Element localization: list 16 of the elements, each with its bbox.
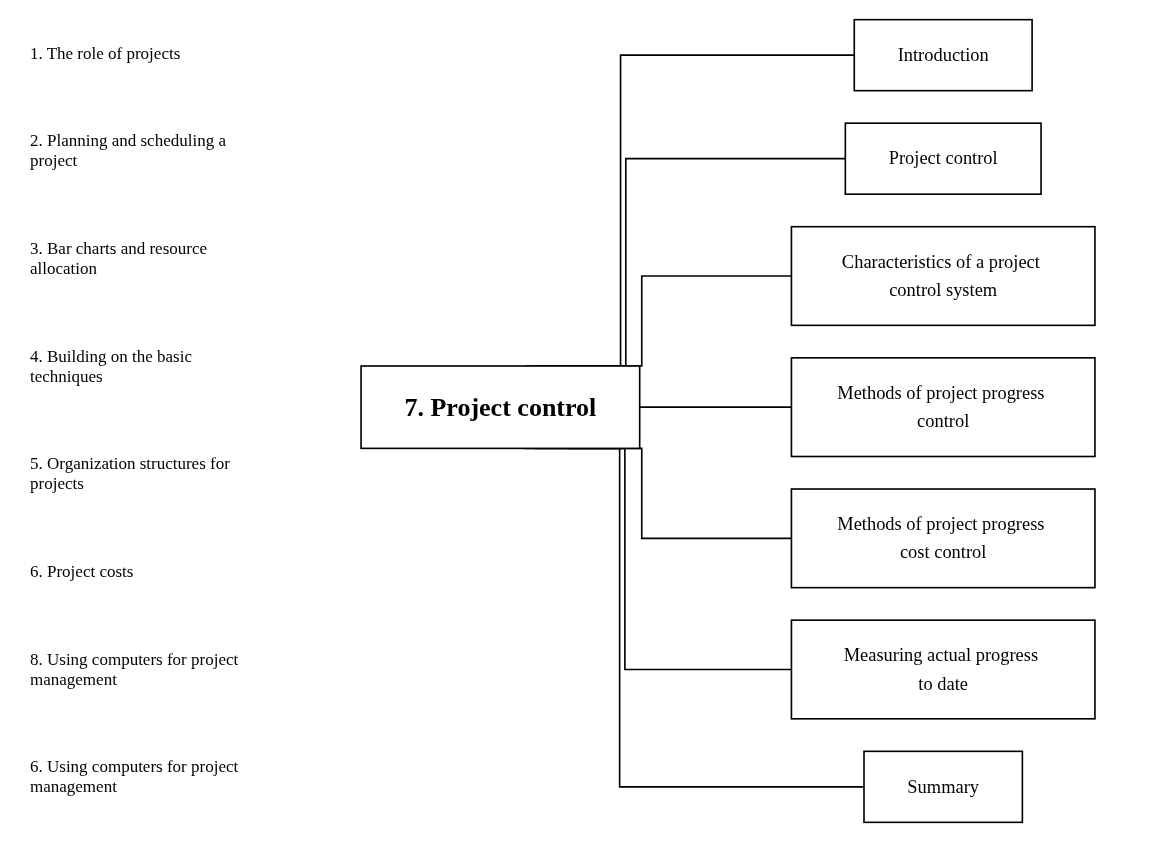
chapter-title: 8. Using computers for project management <box>30 649 240 690</box>
node-box: 7. Project control <box>359 364 640 449</box>
chapter-title: 1. The role of projects <box>30 43 182 64</box>
node-box: Methods of project progress control <box>790 356 1096 457</box>
node-box: Methods of project progress cost control <box>790 487 1096 588</box>
chapter-title: 5. Organization structures for projects <box>30 454 231 495</box>
node-box: Project control <box>844 121 1042 195</box>
node-box: Characteristics of a project control system <box>790 225 1096 326</box>
chapter-title: 6. Project costs <box>30 561 135 582</box>
chapter-title: 2. Planning and scheduling a project <box>30 131 227 172</box>
node-box: Measuring actual progress to date <box>790 618 1096 720</box>
chapter-title: 6. Using computers for project management <box>30 757 240 798</box>
chapter-title: 3. Bar charts and resource allocation <box>30 239 208 280</box>
node-box: Summary <box>862 750 1023 823</box>
node-box: Introduction <box>852 18 1033 91</box>
chapter-title: 4. Building on the basic techniques <box>30 346 193 387</box>
